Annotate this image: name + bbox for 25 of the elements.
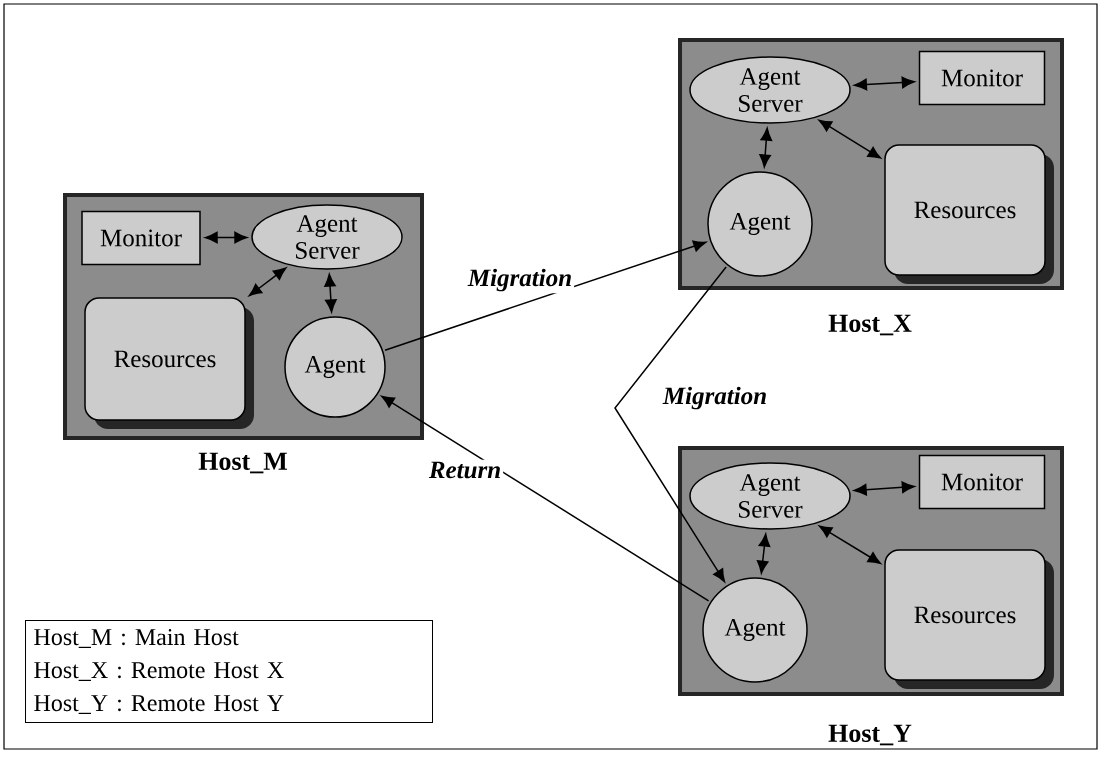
connector-arrow (204, 231, 248, 244)
edge-label: Return (426, 459, 504, 481)
monitor-box: Monitor (918, 50, 1046, 106)
host-label: Host_X (828, 314, 912, 336)
host-label: Host_M (198, 452, 288, 474)
resources-box: Resources (884, 549, 1054, 689)
connector-arrow (853, 481, 915, 496)
migration-arrow (381, 395, 710, 602)
connector-arrow (248, 267, 287, 297)
connector-arrow (818, 525, 881, 565)
monitor-box: Monitor (918, 454, 1046, 510)
legend-box: Host_M : Main Host Host_X : Remote Host X Host_Y : Remote Host Y (25, 620, 433, 723)
migration-arrow (384, 240, 707, 351)
monitor-box: Monitor (81, 210, 201, 266)
resources-box: Resources (84, 297, 254, 429)
host-label: Host_Y (828, 724, 912, 746)
connector-arrow (756, 533, 771, 574)
connector-arrow (759, 127, 773, 168)
migration-arrow (614, 266, 727, 583)
resources-box: Resources (884, 144, 1054, 284)
connector-arrow (324, 273, 337, 313)
connector-arrow (853, 76, 915, 91)
edge-label: Migration (660, 384, 770, 412)
connector-arrow (818, 119, 881, 159)
edge-label: Migration (465, 266, 575, 294)
